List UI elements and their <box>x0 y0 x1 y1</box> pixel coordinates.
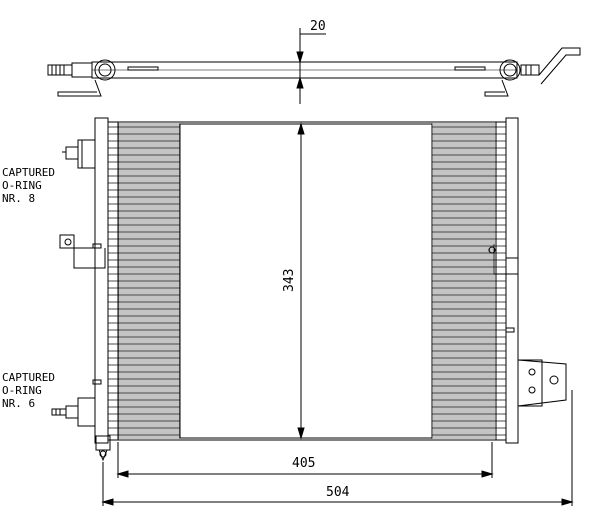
top-port-label-line-1: CAPTURED <box>2 166 55 179</box>
height-dimension <box>297 122 305 440</box>
bottom-port-label: CAPTURED O-RING NR. 6 <box>2 371 55 410</box>
bottom-drain-fitting <box>95 435 111 462</box>
top-port-fitting <box>62 139 96 169</box>
bottom-port-label-line-1: CAPTURED <box>2 371 55 384</box>
top-view-right-ring <box>499 59 521 81</box>
top-port-label: CAPTURED O-RING NR. 8 <box>2 166 55 205</box>
right-upper-bracket <box>493 244 519 275</box>
top-view <box>47 47 581 97</box>
thickness-dimension <box>296 28 326 104</box>
bottom-port-label-line-2: O-RING <box>2 384 42 397</box>
bottom-port-label-line-3: NR. 6 <box>2 397 35 410</box>
condenser-fins <box>108 123 506 439</box>
overall-width-dimension-label: 504 <box>326 485 350 500</box>
core-width-dimension-label: 405 <box>292 456 315 471</box>
top-port-label-line-3: NR. 8 <box>2 192 35 205</box>
left-header-tank <box>94 117 109 444</box>
fin-field-left <box>118 123 180 439</box>
core-width-dimension <box>116 442 494 478</box>
top-view-slot-left <box>127 66 159 71</box>
top-view-left-bracket <box>57 79 102 97</box>
top-view-left-ring <box>94 59 116 81</box>
top-port-label-line-2: O-RING <box>2 179 42 192</box>
front-view <box>51 117 567 462</box>
overall-width-dimension <box>101 390 574 506</box>
left-mounting-bracket <box>59 234 106 269</box>
fin-field-right <box>431 123 495 439</box>
bottom-port-fitting <box>51 397 96 427</box>
right-header-tank <box>505 117 519 444</box>
top-view-right-bracket <box>538 47 581 85</box>
core-center-area <box>179 123 433 439</box>
core-tubes <box>108 126 506 436</box>
height-dimension-label: 343 <box>282 269 297 292</box>
top-view-slot-right <box>454 66 486 71</box>
top-view-right-fitting <box>520 64 540 76</box>
right-mounting-plate <box>517 359 567 407</box>
thickness-dimension-label: 20 <box>310 19 326 34</box>
